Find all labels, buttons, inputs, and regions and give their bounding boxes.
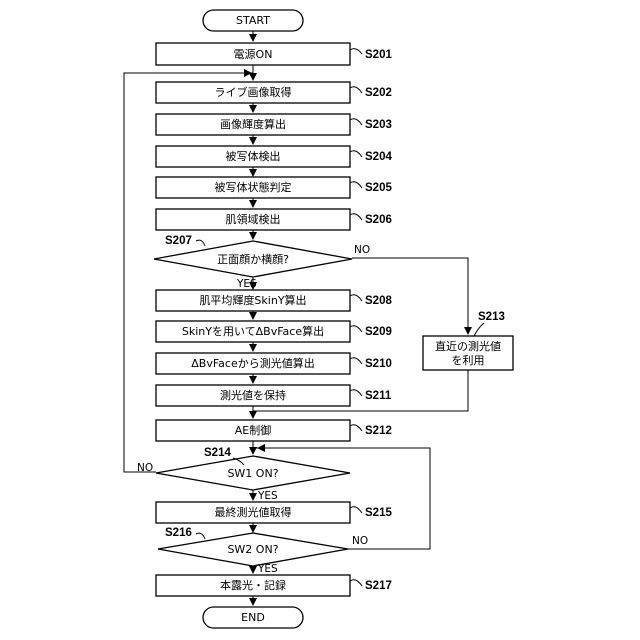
- branch-s207-no: NO: [354, 244, 370, 256]
- step-s208: 肌平均輝度SkinY算出: [156, 290, 350, 311]
- branch-s214-no: NO: [137, 462, 153, 474]
- branch-s207-yes: YES: [236, 278, 257, 290]
- step-s212-text: AE制御: [235, 423, 271, 437]
- step-s205-text: 被写体状態判定: [215, 180, 292, 194]
- decision-s216-text: SW2 ON?: [227, 543, 278, 556]
- decision-s207-text: 正面顔か横顔?: [217, 252, 289, 266]
- label-s217: S217: [365, 580, 392, 592]
- step-s209-text: SkinYを用いてΔBvFace算出: [182, 324, 324, 338]
- step-s209: SkinYを用いてΔBvFace算出: [156, 321, 350, 342]
- step-s201-text: 電源ON: [234, 47, 273, 61]
- decision-s214: SW1 ON?: [156, 456, 350, 490]
- step-s205: 被写体状態判定: [156, 177, 350, 198]
- label-s208: S208: [365, 295, 392, 307]
- step-s213: 直近の測光値 を利用: [423, 336, 513, 370]
- step-s213-text-line2: を利用: [452, 354, 485, 367]
- label-s211: S211: [365, 390, 392, 402]
- step-s217-text: 本露光・記録: [220, 578, 286, 592]
- step-s212: AE制御: [156, 420, 350, 441]
- branch-s214-yes: YES: [257, 490, 278, 502]
- label-s212: S212: [365, 425, 392, 437]
- start-terminal: START: [203, 10, 303, 31]
- start-text: START: [236, 14, 270, 27]
- step-s215: 最終測光値取得: [156, 502, 350, 523]
- step-s201: 電源ON: [156, 43, 350, 65]
- end-text: END: [241, 611, 265, 624]
- step-s213-text-line1: 直近の測光値: [435, 339, 501, 353]
- label-s203: S203: [365, 119, 392, 131]
- step-s204: 被写体検出: [156, 146, 350, 167]
- label-s214: S214: [204, 447, 231, 459]
- end-terminal: END: [203, 607, 303, 628]
- step-s208-text: 肌平均輝度SkinY算出: [199, 293, 306, 307]
- step-s206: 肌領域検出: [156, 209, 350, 230]
- step-s210-text: ΔBvFaceから測光値算出: [191, 356, 314, 370]
- label-s201: S201: [365, 49, 392, 61]
- step-s215-text: 最終測光値取得: [215, 505, 292, 519]
- step-s203: 画像輝度算出: [156, 114, 350, 135]
- step-s203-text: 画像輝度算出: [220, 117, 286, 131]
- step-s206-text: 肌領域検出: [226, 212, 281, 226]
- step-s211: 測光値を保持: [156, 385, 350, 406]
- step-s211-text: 測光値を保持: [220, 388, 286, 402]
- label-s206: S206: [365, 214, 392, 226]
- label-s202: S202: [365, 87, 392, 99]
- step-s210: ΔBvFaceから測光値算出: [156, 353, 350, 374]
- branch-s216-no: NO: [352, 535, 368, 547]
- step-s202: ライブ画像取得: [156, 82, 350, 103]
- label-s215: S215: [365, 507, 392, 519]
- decision-s214-text: SW1 ON?: [227, 467, 278, 480]
- label-s207: S207: [165, 235, 192, 247]
- step-s204-text: 被写体検出: [226, 149, 281, 163]
- label-s209: S209: [365, 326, 392, 338]
- label-s213: S213: [478, 311, 505, 323]
- step-s202-text: ライブ画像取得: [215, 85, 292, 99]
- step-s217: 本露光・記録: [156, 575, 350, 596]
- label-s204: S204: [365, 151, 392, 163]
- branch-s216-yes: YES: [257, 563, 278, 575]
- label-s216: S216: [165, 527, 192, 539]
- label-s205: S205: [365, 182, 392, 194]
- label-s210: S210: [365, 358, 392, 370]
